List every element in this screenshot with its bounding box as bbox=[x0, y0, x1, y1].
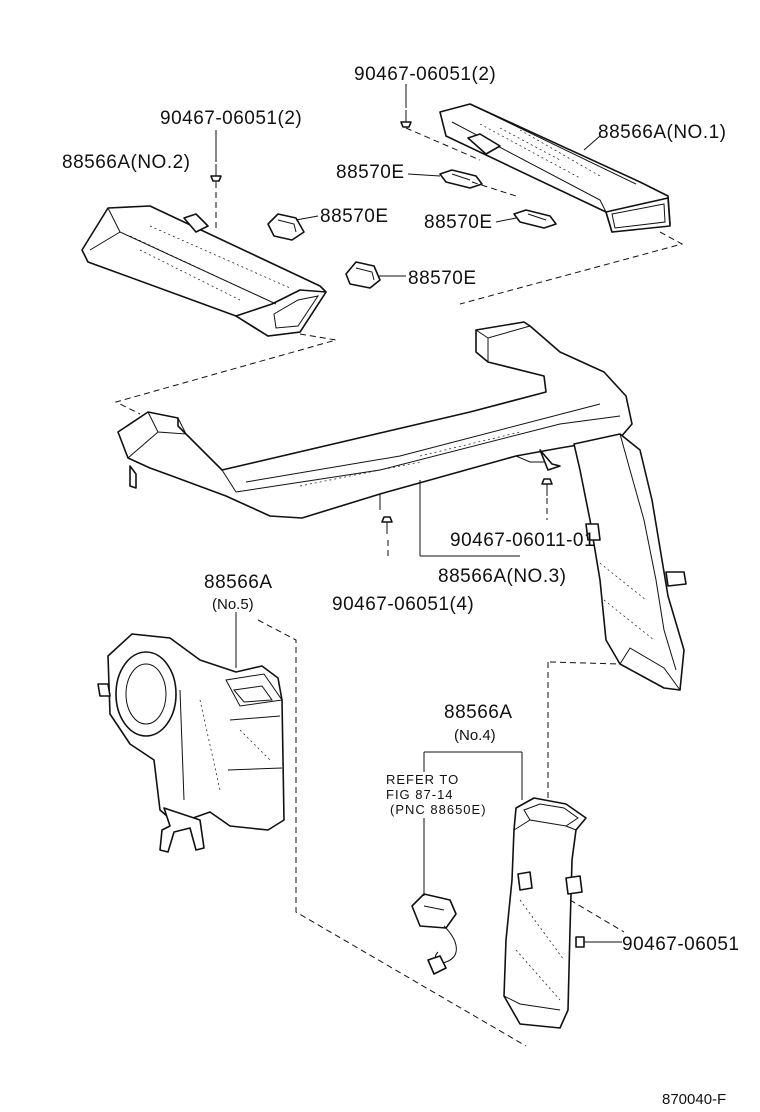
refer-line3: (PNC 88650E) bbox=[390, 802, 487, 817]
pad-d-label: 88570E bbox=[408, 268, 477, 289]
clip-4-label: 90467-06051(4) bbox=[332, 594, 474, 615]
clip-single-part bbox=[575, 936, 604, 948]
duct-no2-label: 88566A(NO.2) bbox=[62, 152, 191, 173]
clip-single-label: 90467-06051 bbox=[622, 934, 740, 955]
pad-a-part bbox=[439, 169, 483, 189]
leader-lines bbox=[215, 84, 622, 943]
pad-c-part bbox=[513, 209, 557, 229]
clip-4-part bbox=[381, 516, 393, 534]
duct-no5-label: 88566A bbox=[204, 572, 273, 593]
guide-lines bbox=[114, 127, 684, 1047]
duct-no1-label: 88566A(NO.1) bbox=[598, 122, 727, 143]
pad-a-label: 88570E bbox=[336, 162, 405, 183]
clip-top-left-label: 90467-06051(2) bbox=[160, 108, 302, 129]
duct-no3-part bbox=[117, 321, 687, 691]
duct-no1-part bbox=[439, 103, 671, 233]
duct-no5-part bbox=[97, 633, 285, 853]
refer-line1: REFER TO bbox=[386, 772, 459, 787]
duct-no4-label: 88566A bbox=[444, 702, 513, 723]
duct-no4-part bbox=[503, 797, 587, 1029]
pad-d-part bbox=[345, 261, 381, 289]
duct-no4-sublabel: (No.4) bbox=[454, 727, 496, 744]
pad-b-part bbox=[267, 213, 305, 241]
duct-no5-sublabel: (No.5) bbox=[212, 596, 254, 613]
clip-01-label: 90467-06011-01 bbox=[450, 530, 595, 551]
clip-top-right-part bbox=[400, 110, 412, 128]
sensor-part bbox=[411, 893, 457, 975]
clip-01-part bbox=[541, 478, 553, 496]
duct-no3-label: 88566A(NO.3) bbox=[438, 566, 567, 587]
figure-code: 870040-F bbox=[662, 1091, 726, 1108]
duct-no2-part bbox=[81, 205, 327, 337]
refer-line2: FIG 87-14 bbox=[386, 787, 454, 802]
clip-top-left-part bbox=[210, 164, 222, 182]
clip-top-right-label: 90467-06051(2) bbox=[354, 64, 496, 85]
pad-b-label: 88570E bbox=[320, 206, 389, 227]
pad-c-label: 88570E bbox=[424, 212, 493, 233]
